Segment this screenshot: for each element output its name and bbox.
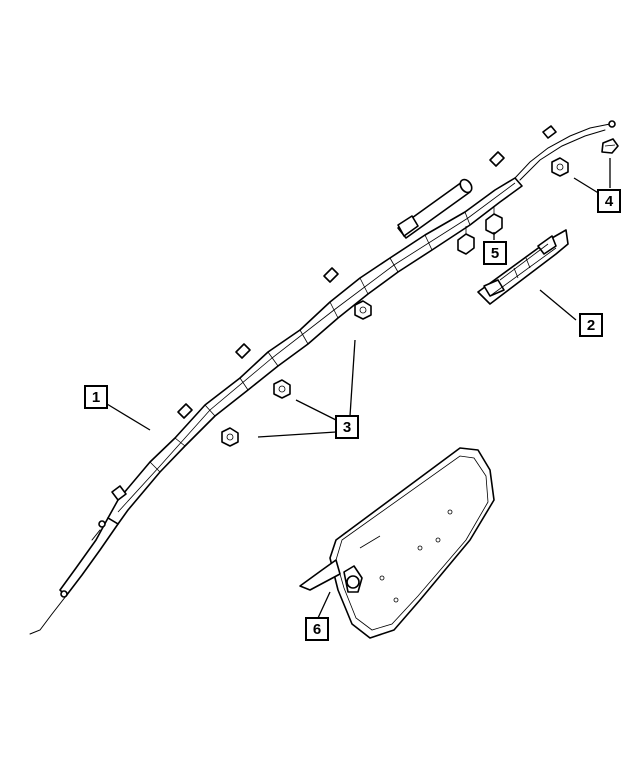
- callout-label-1: 1: [92, 389, 100, 406]
- leader-lines: [106, 158, 611, 619]
- callout-label-2: 2: [587, 317, 595, 334]
- curtain-airbag: [29, 120, 616, 635]
- callout-3: 3: [335, 415, 359, 439]
- callout-1: 1: [84, 385, 108, 409]
- nut-part-3: [221, 300, 372, 447]
- callout-5: 5: [483, 241, 507, 265]
- bolt-part-5: [457, 206, 503, 255]
- bracket-part-2: [477, 229, 569, 305]
- clip-part-4: [601, 138, 619, 154]
- callout-label-4: 4: [605, 193, 614, 210]
- callout-4: 4: [597, 189, 621, 213]
- callout-label-6: 6: [313, 621, 321, 638]
- callout-2: 2: [579, 313, 603, 337]
- callout-label-5: 5: [491, 245, 499, 262]
- side-airbag-module: [299, 447, 495, 639]
- nut-upper-right: [551, 157, 569, 177]
- callout-6: 6: [305, 617, 329, 641]
- callout-label-3: 3: [343, 419, 351, 436]
